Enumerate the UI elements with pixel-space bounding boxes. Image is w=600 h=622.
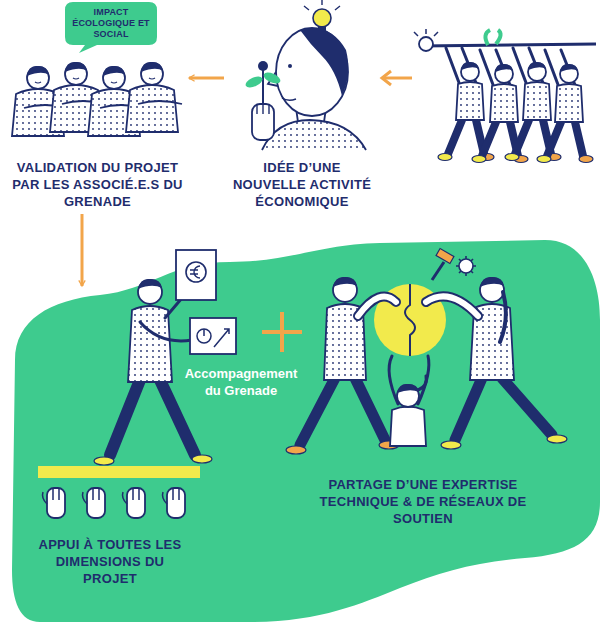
plus-sign [262, 312, 302, 352]
validation-step-text: VALIDATION DU PROJET PAR LES ASSOCIÉ.E.S… [10, 159, 185, 210]
partners-group [12, 62, 182, 136]
region-fill [12, 240, 600, 622]
expertise-caption: PARTAGE D’UNE EXPERTISE TECHNIQUE & DE R… [298, 476, 548, 527]
expertise-caption-text: PARTAGE D’UNE EXPERTISE TECHNIQUE & DE R… [298, 476, 548, 527]
idea-figure [244, 0, 366, 150]
team-pulling [414, 29, 596, 163]
walking-person [94, 250, 236, 465]
support-bar [38, 466, 200, 478]
arrow-head [382, 71, 391, 85]
validation-step: VALIDATION DU PROJET PAR LES ASSOCIÉ.E.S… [10, 2, 185, 210]
flow-arrow [81, 214, 84, 286]
support-caption-text: APPUI À TOUTES LES DIMENSIONS DU PROJET [30, 536, 190, 587]
flow-arrow [189, 77, 224, 80]
support-hands [43, 488, 186, 518]
support-caption: APPUI À TOUTES LES DIMENSIONS DU PROJET [30, 536, 190, 587]
speech-bubble-text: IMPACT ÉCOLOGIQUE ET SOCIAL [72, 7, 150, 40]
speech-bubble: IMPACT ÉCOLOGIQUE ET SOCIAL [65, 2, 157, 53]
support-region-text: Accompagnement du Grenade [182, 365, 300, 399]
idea-step-text: IDÉE D’UNE NOUVELLE ACTIVITÉ ÉCONOMIQUE [228, 159, 376, 210]
bubble-fill [65, 2, 157, 53]
idea-step: IDÉE D’UNE NOUVELLE ACTIVITÉ ÉCONOMIQUE [228, 2, 376, 210]
support-region: Accompagnement du GrenadeAPPUI À TOUTES … [0, 240, 600, 622]
puzzle-team [286, 249, 567, 454]
flow-arrow [384, 77, 412, 80]
